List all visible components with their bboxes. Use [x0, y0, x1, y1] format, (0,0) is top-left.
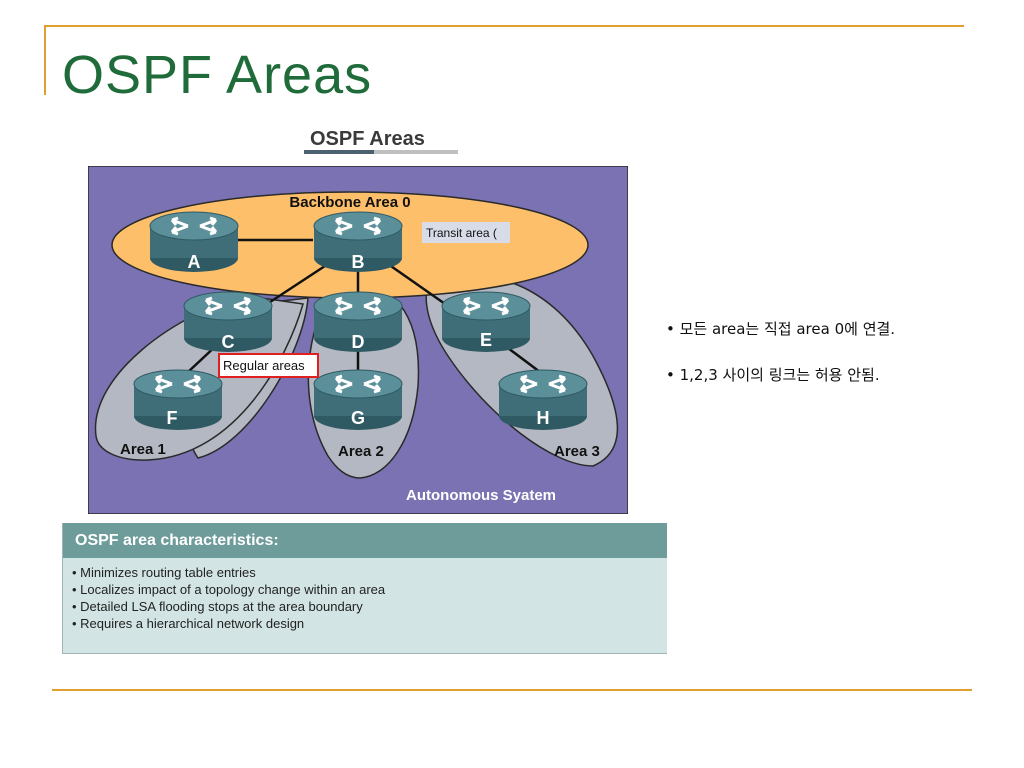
link-b-c	[263, 262, 329, 308]
list-item: • Requires a hierarchical network design	[72, 616, 305, 631]
area-2-label: Area 2	[338, 443, 384, 460]
note-item: • 모든 area는 직접 area 0에 연결.	[666, 320, 896, 338]
top-rule	[44, 25, 964, 27]
list-item: • Minimizes routing table entries	[72, 565, 256, 580]
bottom-rule	[52, 689, 972, 691]
router-label-d: D	[352, 332, 365, 352]
backbone-area-label: Backbone Area 0	[289, 194, 410, 211]
autonomous-system-label: Autonomous Syatem	[406, 487, 556, 504]
figure-title-underline-accent	[304, 150, 374, 154]
transit-area-box	[422, 222, 510, 243]
router-label-b: B	[352, 252, 365, 272]
area-1-label: Area 1	[120, 441, 166, 458]
transit-area-label: Transit area (	[426, 226, 497, 240]
note-item: • 1,2,3 사이의 링크는 허용 안됨.	[666, 366, 880, 384]
figure-title-underline	[304, 150, 458, 154]
left-rule	[44, 25, 46, 95]
regular-areas-box	[218, 353, 319, 378]
list-item: • Localizes impact of a topology change …	[72, 582, 386, 597]
area-3-label: Area 3	[554, 443, 600, 460]
router-label-g: G	[351, 408, 365, 428]
router-f	[132, 368, 224, 432]
slide-title: OSPF Areas	[62, 45, 373, 105]
list-item: • Detailed LSA flooding stops at the are…	[72, 599, 363, 614]
router-label-c: C	[222, 332, 235, 352]
link-e-h	[507, 347, 541, 373]
link-b-e	[387, 262, 449, 308]
notes-list: • 모든 area는 직접 area 0에 연결. • 1,2,3 사이의 링크…	[666, 318, 1016, 410]
router-label-h: H	[537, 408, 550, 428]
ospf-area-diagram: A B C D E F G H Backbone Area 0 Transit …	[88, 166, 628, 514]
router-label-e: E	[480, 330, 492, 350]
figure-title-block: OSPF Areas	[304, 126, 458, 158]
router-label-a: A	[188, 252, 201, 272]
characteristics-header: OSPF area characteristics:	[63, 523, 667, 558]
router-label-f: F	[167, 408, 178, 428]
characteristics-panel: OSPF area characteristics: • Minimizes r…	[62, 523, 667, 654]
figure-title: OSPF Areas	[310, 128, 425, 150]
characteristics-list: • Minimizes routing table entries • Loca…	[63, 564, 667, 632]
regular-areas-label: Regular areas	[223, 358, 305, 373]
